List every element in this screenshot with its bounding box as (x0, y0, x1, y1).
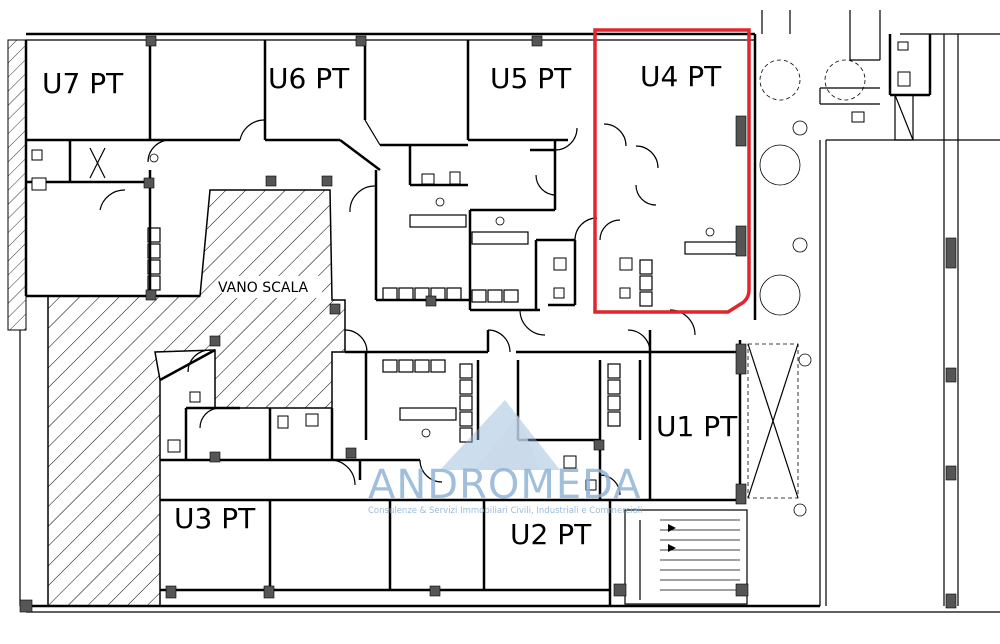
watermark-subtitle: Consulenze & Servizi Immobiliari Civili,… (368, 506, 642, 516)
unit-label-u5: U5 PT (490, 62, 572, 95)
interior-walls (26, 40, 577, 312)
stairwell-label: VANO SCALA (218, 280, 309, 296)
entry-porch (753, 10, 914, 517)
pillars (19, 35, 957, 613)
chairs (147, 227, 653, 443)
unit-label-u1: U1 PT (656, 410, 738, 443)
stairwell-hatch (47, 189, 346, 607)
lower-stair (624, 509, 748, 605)
watermark-name: ANDROMEDA (368, 462, 642, 508)
highlight-u4-boundary[interactable] (593, 28, 751, 314)
sanitary-fixtures (31, 149, 633, 491)
desks (149, 153, 742, 438)
unit-label-u6: U6 PT (268, 62, 350, 95)
top-right-wc (851, 34, 932, 123)
unit-label-u7: U7 PT (42, 67, 124, 100)
andromeda-watermark: ANDROMEDA Consulenze & Servizi Immobilia… (368, 400, 642, 516)
unit-label-u2: U2 PT (510, 518, 592, 551)
door-swings (99, 119, 696, 496)
left-exterior-wall (7, 39, 28, 331)
unit-label-u3: U3 PT (174, 502, 256, 535)
elevator-shaft (747, 343, 799, 499)
unit-label-u4: U4 PT (640, 60, 722, 93)
